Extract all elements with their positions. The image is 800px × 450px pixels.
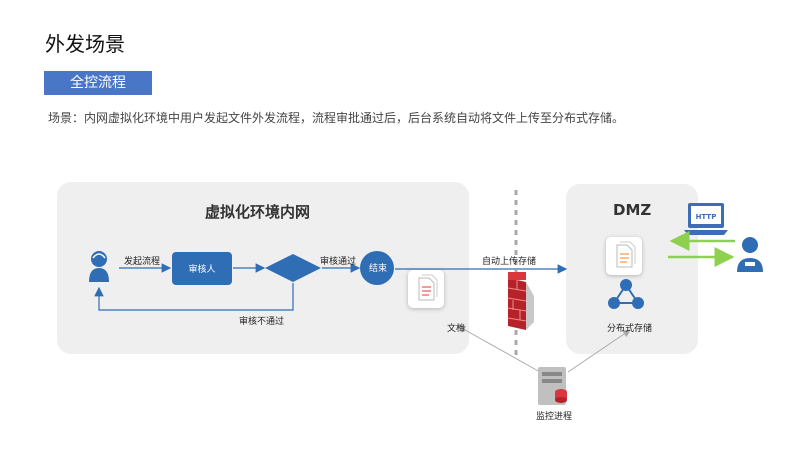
storage-label: 分布式存储	[607, 324, 653, 334]
page-title: 外发场景	[45, 32, 125, 56]
user-icon	[89, 251, 109, 282]
distributed-storage-icon	[608, 279, 644, 309]
node-decision	[265, 254, 321, 282]
node-reviewer-label: 审核人	[188, 263, 215, 275]
node-end	[360, 251, 394, 285]
server-icon	[538, 367, 567, 405]
scenario-description: 场景：内网虚拟化环境中用户发起文件外发流程，流程审批通过后，后台系统自动将文件上…	[48, 111, 625, 125]
edge-label-initiate: 发起流程	[124, 257, 161, 267]
document-card-vm	[408, 270, 444, 308]
dmz-title: DMZ	[613, 201, 652, 219]
firewall-icon	[507, 272, 534, 330]
section-tag: 全控流程	[44, 71, 152, 95]
monitor-to-doc-line	[457, 325, 541, 373]
node-end-label: 结束	[369, 262, 387, 274]
document-icon	[418, 274, 438, 301]
http-laptop-icon: HTTP	[684, 203, 728, 235]
doc-label: 文档	[447, 324, 466, 334]
monitor-to-storage-line	[567, 329, 631, 373]
http-label: HTTP	[696, 213, 717, 221]
external-user-icon	[737, 237, 763, 272]
arrow-rejected	[94, 283, 294, 311]
edge-label-rejected: 审核不通过	[239, 317, 285, 327]
edge-label-auto-upload: 自动上传存储	[482, 257, 537, 267]
edge-label-approved: 审核通过	[320, 257, 357, 267]
document-card-dmz	[606, 237, 642, 275]
node-reviewer	[172, 252, 232, 285]
document-icon	[616, 241, 636, 268]
virtual-env-title: 虚拟化环境内网	[205, 203, 311, 221]
monitor-label: 监控进程	[536, 412, 573, 422]
